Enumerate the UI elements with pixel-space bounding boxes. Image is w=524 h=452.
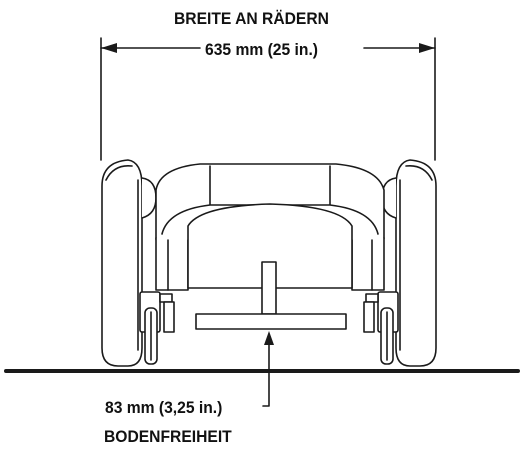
- wheelchair: [101, 159, 437, 367]
- width-dimension-lines: [100, 37, 436, 161]
- width-value: 635 mm (25 in.): [205, 40, 319, 59]
- clearance-arrowhead: [264, 331, 274, 345]
- seat-pan: [187, 203, 353, 289]
- footrest-stem: [261, 261, 277, 315]
- left-frame: [155, 237, 189, 291]
- clearance-leader: [262, 331, 274, 407]
- right-main-wheel: [395, 159, 437, 367]
- width-title: BREITE AN RÄDERN: [174, 9, 329, 28]
- right-caster: [363, 291, 399, 365]
- left-caster: [139, 291, 175, 365]
- left-arrowhead: [101, 43, 117, 53]
- right-arrowhead: [419, 43, 435, 53]
- footrest-plate: [195, 313, 347, 330]
- left-wheel-hub: [141, 177, 157, 219]
- left-main-wheel: [101, 159, 143, 367]
- clearance-title: BODENFREIHEIT: [104, 427, 232, 446]
- right-frame: [351, 237, 385, 291]
- clearance-value: 83 mm (3,25 in.): [105, 398, 223, 417]
